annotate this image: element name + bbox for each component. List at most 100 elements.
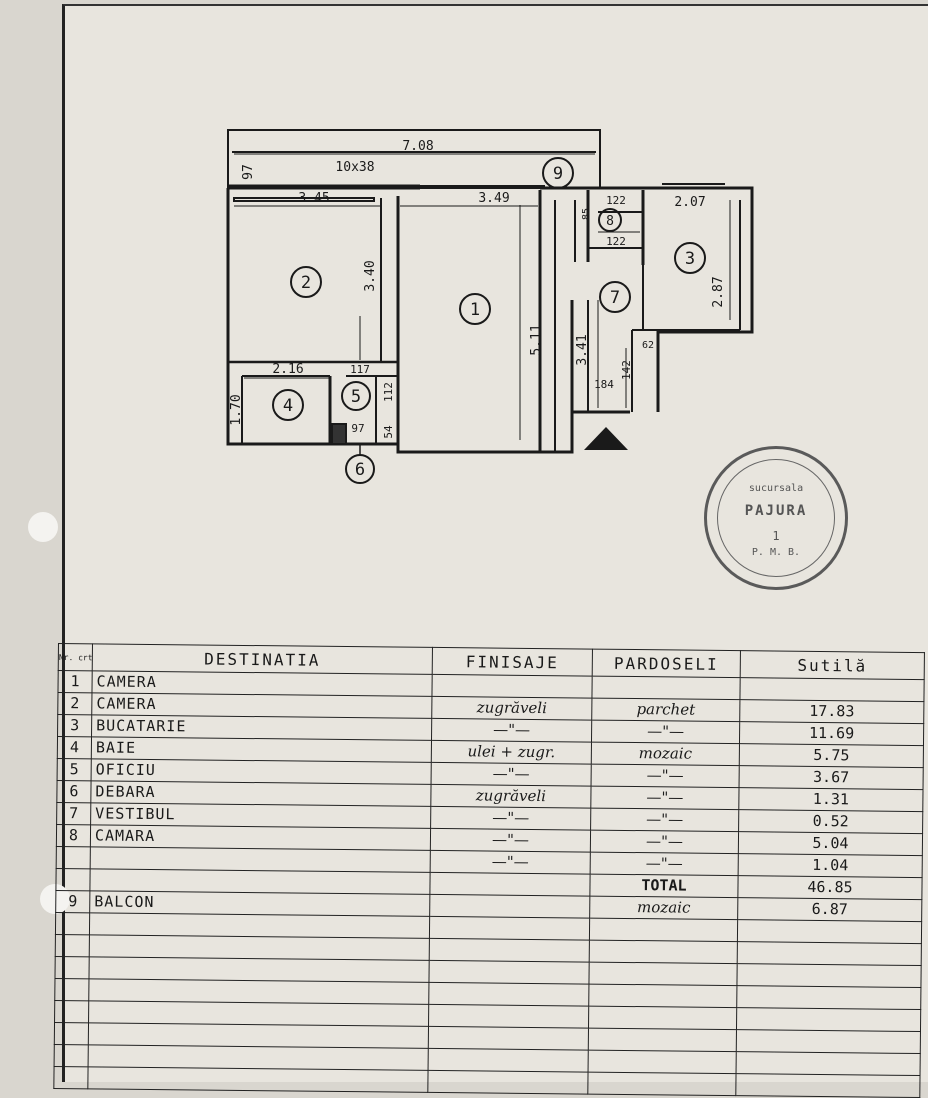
cell-finisaje [428,982,589,1007]
stamp-line: 1 [772,529,780,543]
dimension-label: 184 [594,378,614,391]
room-marker-7 [599,281,631,313]
cell-finisaje [427,1070,589,1095]
dimension-label: 117 [350,363,370,376]
cell-nr: 8 [56,824,91,847]
cell-pardoseli: —"— [590,786,740,810]
cell-suprafata: 46.85 [737,875,923,900]
cell-pardoseli: TOTAL [589,874,739,898]
stamp-ring [717,459,835,577]
cell-nr [55,912,90,935]
cell-nr [53,1066,89,1089]
dimension-label: 62 [642,340,654,351]
cell-pardoseli [588,1028,737,1052]
cell-nr [55,934,90,957]
cell-pardoseli: —"— [591,720,740,744]
room-number: 4 [283,396,293,416]
rooms-table: Nr. crt. DESTINATIA FINISAJE PARDOSELI S… [53,643,925,1098]
room-marker-2 [290,266,322,298]
room-number: 2 [301,273,311,293]
cell-pardoseli [588,1006,737,1030]
cell-suprafata: 5.75 [739,743,924,768]
dimension-label: 5.11 [529,324,544,355]
room-number: 1 [470,300,480,320]
cell-finisaje: —"— [430,850,591,875]
cell-finisaje: —"— [430,828,591,853]
official-stamp: sucursala PAJURA 1 P. M. B. [704,446,848,590]
cell-pardoseli [588,962,738,986]
cell-nr [54,956,90,979]
cell-pardoseli: —"— [591,764,740,788]
room-number: 3 [685,249,695,269]
cell-suprafata [735,1073,921,1098]
cell-pardoseli: mozaic [589,896,738,920]
dimension-label: 85 [581,208,592,220]
cell-suprafata: 11.69 [739,721,924,746]
cell-suprafata [737,941,922,966]
dimension-label: 2.16 [272,362,303,377]
cell-nr [54,978,89,1001]
cell-finisaje [428,1004,589,1029]
cell-nr: 1 [57,670,93,693]
cell-nr: 7 [56,802,91,825]
dimension-label: 97 [351,422,364,435]
cell-nr [54,1022,89,1045]
dimension-label: 142 [620,360,633,380]
room-marker-5 [341,381,371,411]
header-pardoseli: PARDOSELI [592,649,741,678]
outer-wall [540,186,754,412]
cell-pardoseli: mozaic [591,742,740,766]
cell-suprafata [736,963,922,988]
cell-suprafata [737,919,922,944]
cell-pardoseli: parchet [591,698,740,722]
cell-nr [54,1044,89,1067]
shaft [331,423,347,445]
cell-finisaje: —"— [431,762,592,787]
header-nr: Nr. crt. [58,643,93,671]
cell-finisaje [429,894,590,919]
dimension-label: 3.40 [363,260,378,291]
punch-hole-bottom [40,884,70,914]
cell-finisaje [429,938,590,963]
cell-suprafata [736,985,921,1010]
dimension-label: 3.49 [478,191,509,206]
punch-hole-top [28,512,58,542]
cell-suprafata [736,1029,921,1054]
cell-finisaje: —"— [430,806,591,831]
floor-plan: 1 2 3 4 5 6 7 8 9 7.08 97 10x38 3.45 3.4… [226,129,754,484]
entrance-arrow-icon [584,427,628,450]
cell-suprafata: 17.83 [739,699,924,724]
cell-nr [56,846,91,869]
room-number: 5 [351,387,361,407]
cell-nr: 4 [57,736,92,759]
header-suprafata: Sutilă [740,650,925,680]
cell-pardoseli [589,940,738,964]
room-marker-1 [459,293,491,325]
dimension-label: 54 [382,425,395,439]
cell-finisaje [429,916,590,941]
cell-finisaje [428,1026,589,1051]
cell-pardoseli: —"— [590,852,739,876]
dimension-label: 3.45 [298,191,329,206]
header-destinatia: DESTINATIA [92,643,433,675]
stamp-line: sucursala [748,483,804,494]
wall-line [233,197,375,202]
cell-pardoseli [591,676,741,700]
cell-pardoseli [587,1072,737,1096]
cell-finisaje: —"— [431,718,592,743]
dimension-label: 2.87 [711,276,726,307]
room-marker-8 [598,208,622,232]
room-number: 8 [606,214,614,229]
dimension-label: 2.07 [674,195,705,210]
cell-suprafata [736,1007,921,1032]
cell-pardoseli [588,1050,737,1074]
room-number: 7 [610,288,620,308]
cell-nr: 3 [57,714,92,737]
stamp-line: P. M. B. [751,547,801,558]
cell-nr: 2 [57,692,92,715]
cell-pardoseli [589,918,738,942]
room-number: 9 [553,164,563,184]
dimension-label: 122 [606,235,626,248]
cell-pardoseli [588,984,737,1008]
room-number: 6 [355,460,365,480]
